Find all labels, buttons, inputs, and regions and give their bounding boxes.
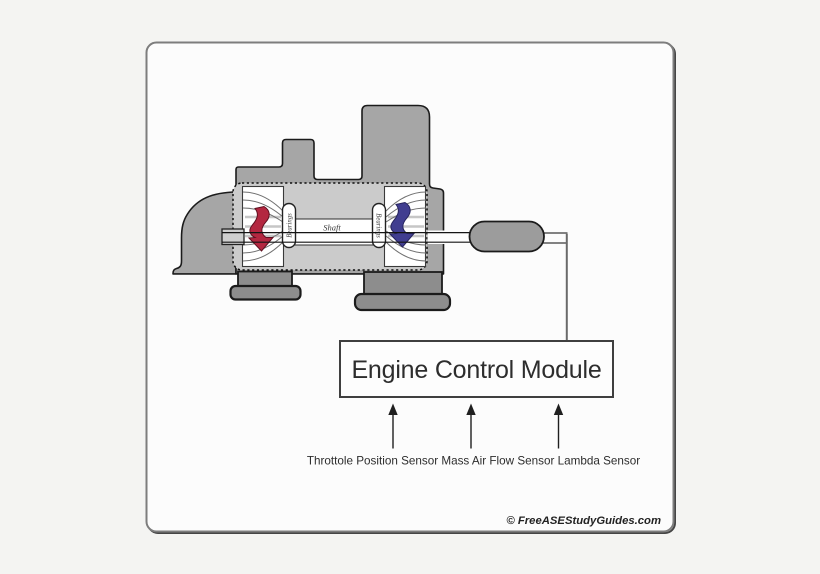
ecm-label: Engine Control Module [351,356,601,384]
lambda-sensor-arrow [553,403,564,449]
left-bearing-label: Bearings [287,213,294,238]
shaft-rod-segment [427,230,470,244]
actuator [468,220,545,253]
shaft-rod-lines [222,232,470,243]
throttle-position-sensor-arrow [388,403,398,449]
right-bearing-label: Bearings [375,213,382,238]
sensor-input-arrows [388,403,564,449]
actuator-rod [540,232,568,244]
sensor-labels: Throttole Position Sensor Mass Air Flow … [307,455,640,468]
mass-air-flow-sensor-arrow [466,403,476,449]
right-pedestal-base [353,292,452,312]
turbine-inlet-housing [172,191,237,275]
turbocharger: Shaft Bearings Bearings [172,104,470,312]
right-bearing: Bearings [371,202,387,249]
ecm-box [339,340,614,398]
left-bearing: Bearings [281,202,297,249]
left-pedestal-base [229,284,302,301]
copyright: © FreeASEStudyGuides.com [506,515,661,527]
right-pedestal [363,271,443,296]
shaft-label: Shaft [323,223,341,233]
